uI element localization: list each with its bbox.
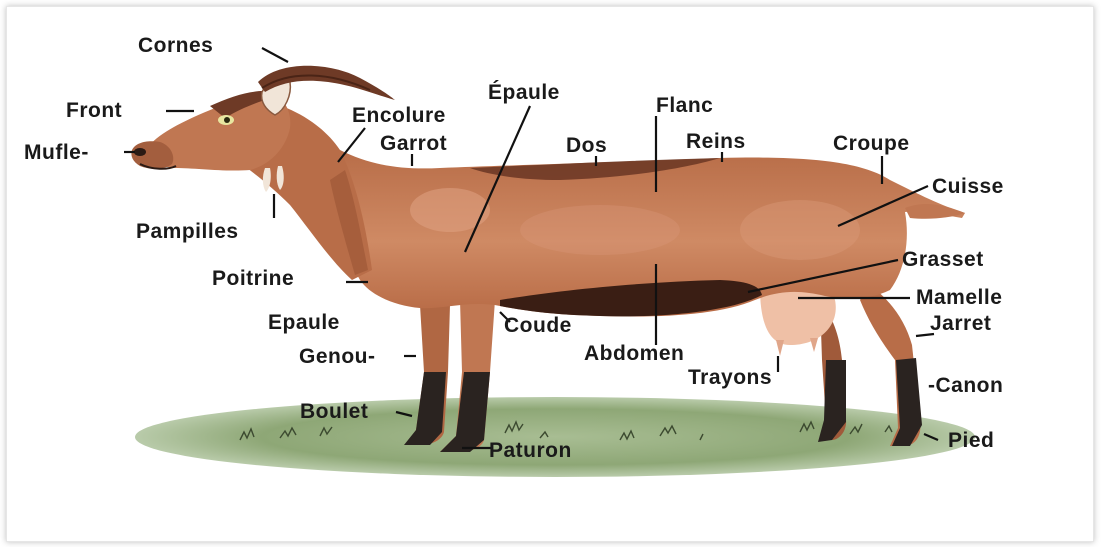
- label-pied: Pied: [948, 429, 994, 452]
- label-mufle: Mufle-: [24, 141, 89, 164]
- label-poitrine: Poitrine: [212, 267, 294, 290]
- label-boulet: Boulet: [300, 400, 368, 423]
- label-croupe: Croupe: [833, 132, 910, 155]
- label-front: Front: [66, 99, 122, 122]
- label-jarret: Jarret: [930, 312, 991, 335]
- label-mamelle: Mamelle: [916, 286, 1002, 309]
- label-pampilles: Pampilles: [136, 220, 239, 243]
- label-flanc: Flanc: [656, 94, 713, 117]
- label-grasset: Grasset: [902, 248, 984, 271]
- goat-illustration: [131, 66, 965, 452]
- label-trayons: Trayons: [688, 366, 772, 389]
- grass-ground: [135, 397, 975, 477]
- label-garrot: Garrot: [380, 132, 447, 155]
- label-cornes: Cornes: [138, 34, 213, 57]
- label-reins: Reins: [686, 130, 746, 153]
- label-epaule-top: Épaule: [488, 81, 560, 104]
- label-dos: Dos: [566, 134, 607, 157]
- label-coude: Coude: [504, 314, 572, 337]
- line-cornes: [262, 48, 288, 62]
- label-canon: -Canon: [928, 374, 1003, 397]
- label-cuisse: Cuisse: [932, 175, 1004, 198]
- label-paturon: Paturon: [489, 439, 572, 462]
- label-epaule-left: Epaule: [268, 311, 340, 334]
- label-genou: Genou-: [299, 345, 376, 368]
- label-abdomen: Abdomen: [584, 342, 684, 365]
- label-encolure: Encolure: [352, 104, 446, 127]
